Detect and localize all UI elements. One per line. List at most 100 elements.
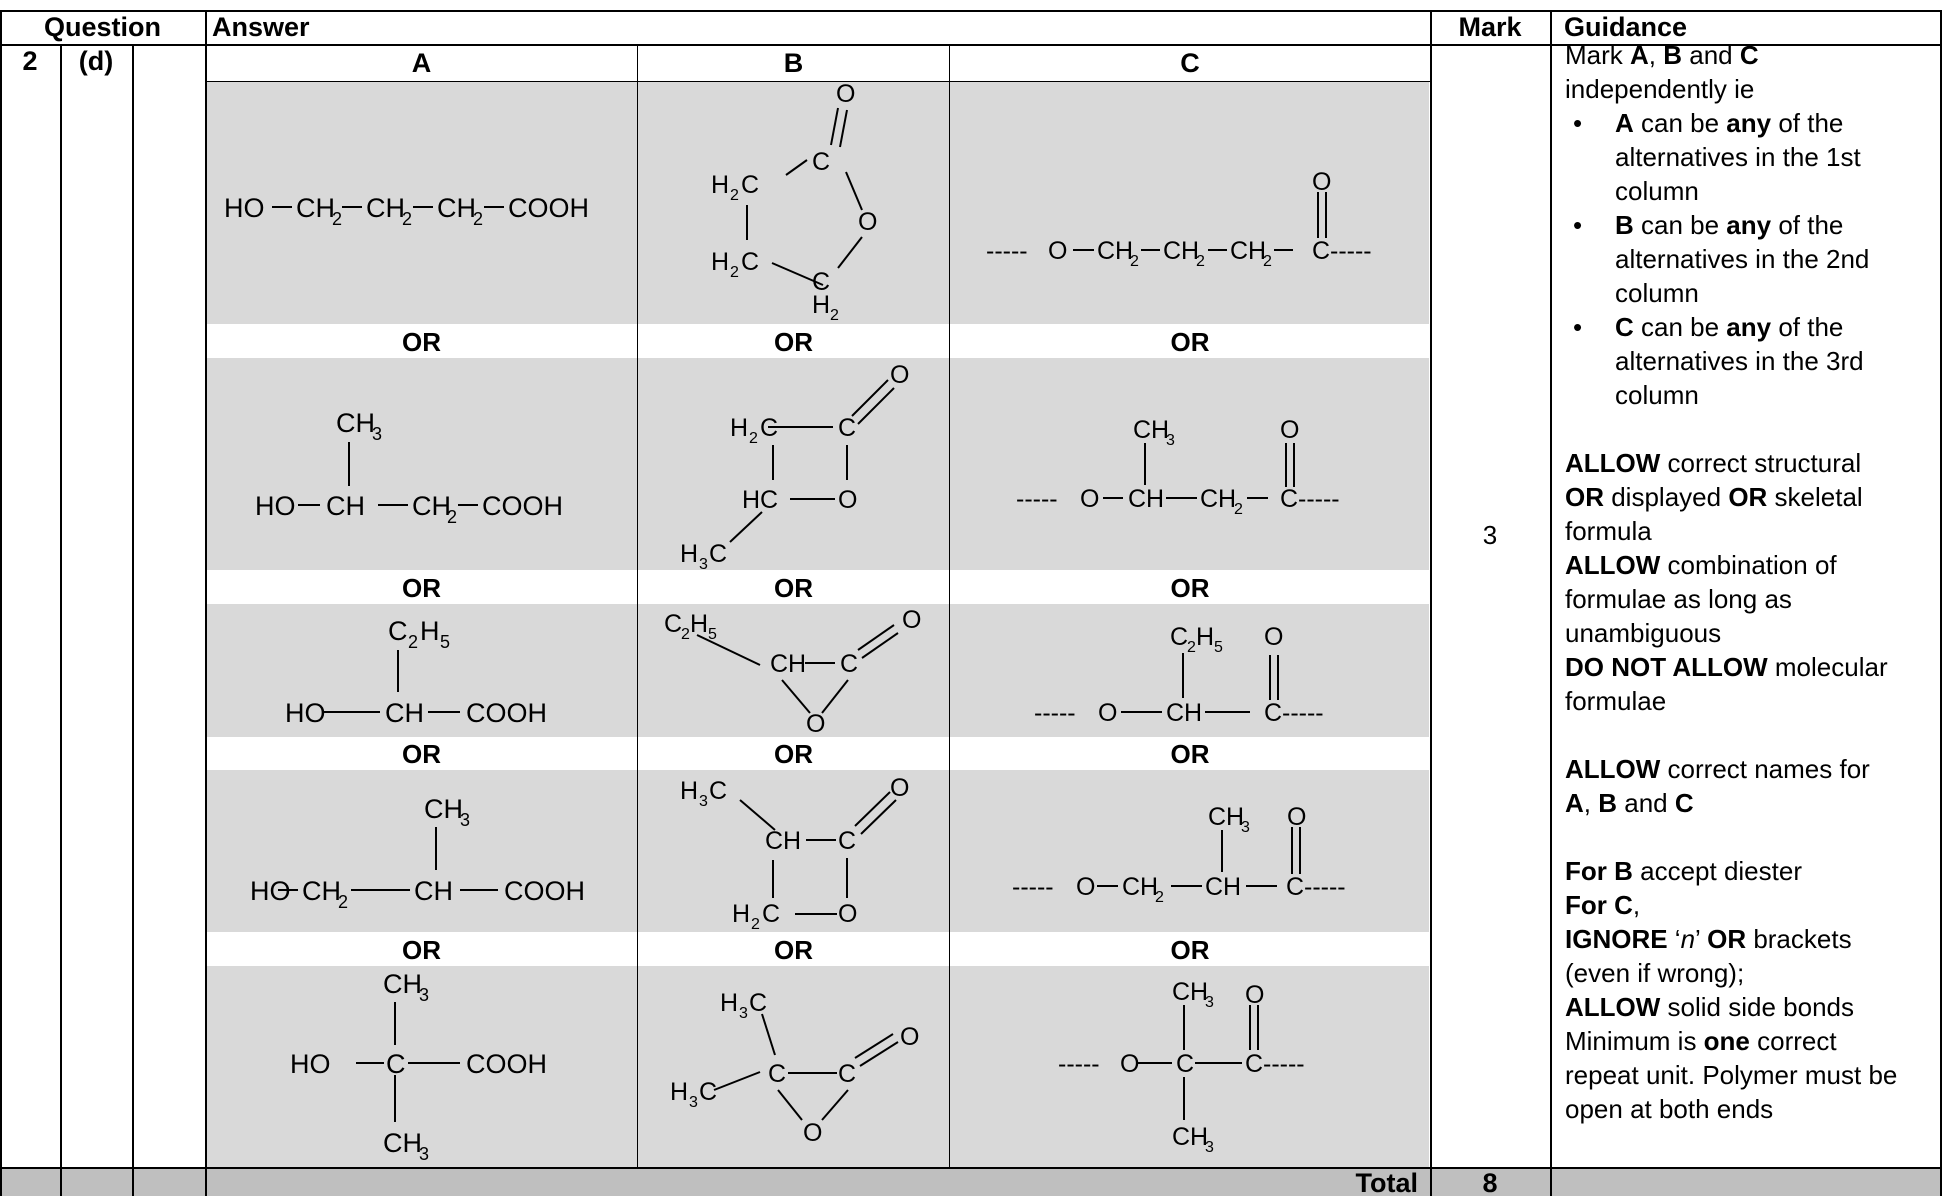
b1-o: O [858, 208, 877, 236]
question-part: (d) [78, 46, 114, 76]
b4-c: C [838, 827, 856, 855]
total-row-bg [0, 1168, 1942, 1196]
b1-h: H [711, 248, 729, 276]
c4-ch3: CH [1208, 803, 1244, 831]
c5-c: C [1245, 1050, 1263, 1078]
total-label: Total [1355, 1168, 1419, 1198]
b5-o: O [900, 1023, 919, 1051]
b3-h: H [690, 610, 708, 638]
b4-o: O [890, 774, 909, 802]
c3-dash: ----- [1282, 699, 1324, 727]
c3-dash: ----- [1034, 699, 1076, 727]
header-guidance: Guidance [1564, 12, 1688, 42]
a4-sub: 2 [338, 892, 348, 912]
or-label: OR [1170, 327, 1210, 357]
b1-c: C [812, 148, 830, 176]
c4-o: O [1287, 803, 1306, 831]
or-label: OR [774, 327, 813, 357]
c3-sub: 2 [1187, 639, 1196, 656]
b1-h: H [711, 171, 729, 199]
b2-sub: 3 [699, 556, 708, 573]
a2-ch: CH [326, 491, 365, 521]
a2-sub: 3 [372, 424, 382, 444]
c1-sub: 2 [1196, 253, 1205, 270]
or-label: OR [402, 573, 441, 603]
b1-c: C [812, 268, 830, 296]
c2-ch: CH [1128, 485, 1164, 513]
or-label: OR [774, 739, 813, 769]
b4-ch: CH [765, 827, 801, 855]
b3-o: O [902, 606, 921, 634]
a5-ch3: CH [383, 969, 422, 999]
row-a5-bg [206, 966, 1429, 1168]
a4-ch2: CH [302, 876, 341, 906]
a1-ch2: CH [366, 193, 405, 223]
b3-sub: 2 [681, 626, 690, 643]
b2-c: C [838, 414, 856, 442]
or-label: OR [1170, 935, 1210, 965]
a1-cooh: COOH [508, 193, 589, 223]
a1-sub: 2 [402, 209, 412, 229]
a2-cooh: COOH [482, 491, 563, 521]
c5-o: O [1120, 1050, 1139, 1078]
b5-c: C [699, 1078, 717, 1106]
a5-sub: 3 [419, 985, 429, 1005]
or-label: OR [402, 935, 441, 965]
a3-ho: HO [285, 698, 326, 728]
b1-c: C [741, 171, 759, 199]
guidance-bullet: B can be any of the alternatives in the … [1565, 208, 1942, 310]
grid-top [0, 10, 1942, 12]
a5-cooh: COOH [466, 1049, 547, 1079]
column-b-heading: B [783, 48, 804, 78]
row-a3-bg [206, 604, 1429, 737]
c1-dash: ----- [1330, 237, 1372, 265]
or-label: OR [402, 739, 441, 769]
grid-answer-mark [1430, 10, 1432, 1196]
c2-ch2: CH [1200, 485, 1236, 513]
mark-value: 3 [1482, 520, 1498, 550]
c2-ch3: CH [1133, 416, 1169, 444]
a4-ch3: CH [424, 794, 463, 824]
c5-ch3: CH [1172, 1123, 1208, 1151]
b3-ch: CH [770, 650, 806, 678]
b5-h: H [670, 1078, 688, 1106]
a2-ho: HO [255, 491, 296, 521]
c4-dash: ----- [1304, 873, 1346, 901]
c3-c: C [1170, 623, 1188, 651]
grid-right [1940, 10, 1942, 1196]
b5-o: O [803, 1119, 822, 1147]
a2-ch2: CH [412, 491, 451, 521]
grid-q3 [205, 10, 207, 1196]
row-a2-bg [206, 358, 1429, 570]
a4-ch: CH [414, 876, 453, 906]
c2-c: C [1280, 485, 1298, 513]
c5-dash: ----- [1263, 1050, 1305, 1078]
header-question: Question [43, 12, 161, 42]
c5-o: O [1245, 981, 1264, 1009]
c2-dash: ----- [1016, 485, 1058, 513]
b5-sub: 3 [739, 1005, 748, 1022]
c5-sub: 3 [1205, 1139, 1214, 1156]
a3-h: H [420, 616, 440, 646]
grid-mark-guidance [1550, 10, 1552, 1196]
c2-o: O [1280, 416, 1299, 444]
c1-sub: 2 [1130, 253, 1139, 270]
c4-sub: 2 [1155, 889, 1164, 906]
guidance-line: ALLOW combination of formulae as long as… [1565, 550, 1837, 648]
c2-dash: ----- [1298, 485, 1340, 513]
b5-c: C [838, 1060, 856, 1088]
b1-o: O [836, 80, 855, 108]
b1-sub: 2 [730, 187, 739, 204]
row-a4-bg [206, 770, 1429, 932]
grid-left [0, 10, 2, 1196]
a4-cooh: COOH [504, 876, 585, 906]
c5-c: C [1176, 1050, 1194, 1078]
a2-ch3: CH [336, 408, 375, 438]
c5-sub: 3 [1205, 994, 1214, 1011]
or-label: OR [1170, 739, 1210, 769]
a1-ho: HO [224, 193, 265, 223]
